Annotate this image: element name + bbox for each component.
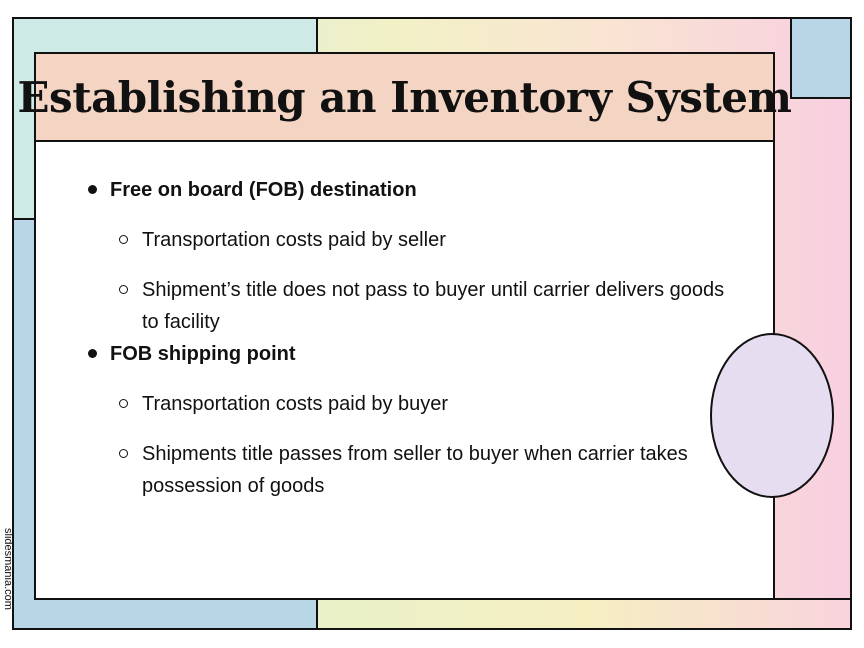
sub-bullet-item: Transportation costs paid by seller	[86, 224, 726, 256]
sub-bullet-item: Transportation costs paid by buyer	[86, 388, 726, 420]
title-bar: Establishing an Inventory System	[18, 54, 792, 142]
bullet-item: Free on board (FOB) destination	[86, 174, 726, 206]
sub-bullet-circle-icon	[119, 235, 128, 244]
bullet-text: FOB shipping point	[110, 343, 296, 365]
sub-bullet-item: Shipments title passes from seller to bu…	[86, 438, 726, 502]
bullet-dot-icon	[88, 185, 97, 194]
decor-block-bottom-right	[316, 598, 852, 630]
sub-bullet-text: Shipments title passes from seller to bu…	[142, 443, 688, 497]
decor-oval	[710, 333, 834, 498]
watermark-text: slidesmania.com	[2, 528, 14, 610]
sub-bullet-text: Transportation costs paid by buyer	[142, 393, 449, 415]
slide-title: Establishing an Inventory System	[17, 72, 792, 122]
content-card: Establishing an Inventory System Free on…	[18, 52, 792, 600]
sub-bullet-circle-icon	[119, 285, 128, 294]
sub-bullet-circle-icon	[119, 399, 128, 408]
sub-bullet-circle-icon	[119, 449, 128, 458]
decor-block-top-right	[790, 17, 852, 99]
bullet-item: FOB shipping point	[86, 338, 726, 370]
sub-bullet-text: Transportation costs paid by seller	[142, 229, 446, 251]
sub-bullet-text: Shipment’s title does not pass to buyer …	[142, 279, 725, 333]
sub-bullet-item: Shipment’s title does not pass to buyer …	[86, 274, 726, 338]
bullet-text: Free on board (FOB) destination	[110, 179, 417, 201]
bullet-list: Free on board (FOB) destination Transpor…	[86, 174, 726, 502]
bullet-dot-icon	[88, 349, 97, 358]
